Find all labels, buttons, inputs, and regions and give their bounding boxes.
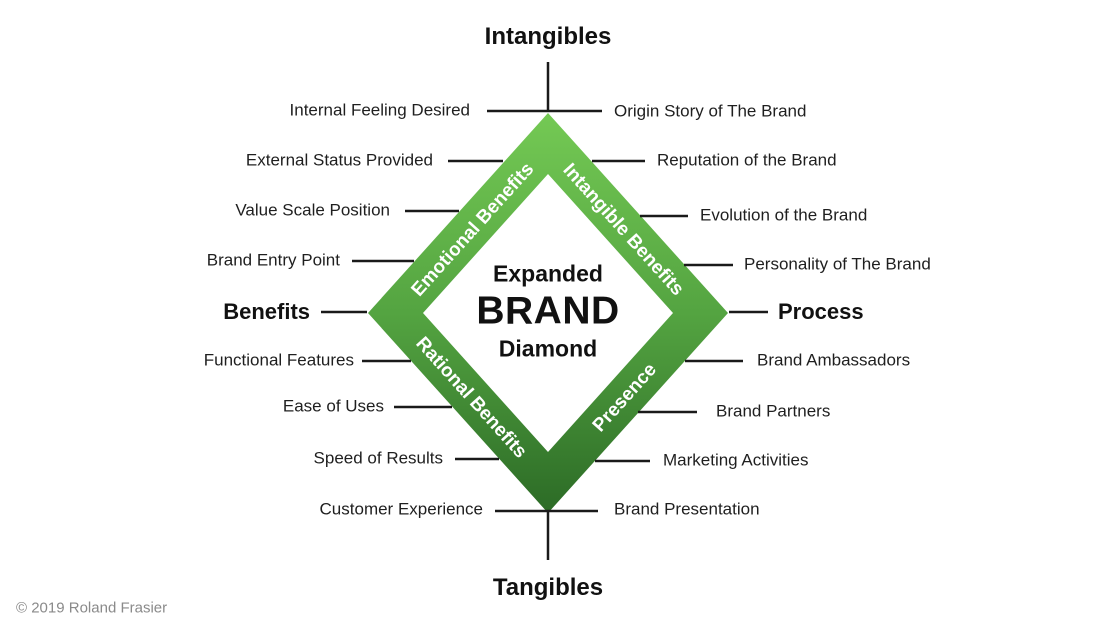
center-title-expanded: Expanded: [493, 260, 603, 287]
pole-label-tangibles: Tangibles: [492, 574, 604, 601]
copyright-notice: © 2019 Roland Frasier: [16, 599, 168, 617]
pole-label-intangibles: Intangibles: [484, 23, 612, 50]
left-label-internal-feeling-desired: Internal Feeling Desired: [289, 100, 470, 120]
left-label-external-status-provided: External Status Provided: [245, 150, 433, 170]
pole-label-process: Process: [778, 299, 864, 324]
center-title-diamond: Diamond: [498, 335, 598, 362]
right-label-brand-presentation: Brand Presentation: [614, 499, 760, 519]
left-label-functional-features: Functional Features: [203, 350, 354, 370]
left-label-ease-of-uses: Ease of Uses: [282, 396, 384, 416]
right-label-origin-story: Origin Story of The Brand: [614, 101, 807, 121]
right-label-brand-ambassadors: Brand Ambassadors: [757, 350, 911, 370]
right-label-reputation: Reputation of the Brand: [657, 150, 837, 170]
left-label-customer-experience: Customer Experience: [319, 499, 483, 519]
right-label-evolution: Evolution of the Brand: [700, 205, 868, 225]
pole-label-benefits: Benefits: [223, 299, 310, 324]
left-label-value-scale-position: Value Scale Position: [235, 200, 390, 220]
left-label-brand-entry-point: Brand Entry Point: [206, 250, 340, 270]
right-label-personality: Personality of The Brand: [744, 254, 931, 274]
center-title-brand: BRAND: [476, 289, 620, 333]
left-label-speed-of-results: Speed of Results: [313, 448, 443, 468]
diamond-center-title: Expanded BRAND Diamond: [476, 260, 619, 365]
right-label-marketing-activities: Marketing Activities: [663, 450, 809, 470]
right-label-brand-partners: Brand Partners: [716, 401, 831, 421]
